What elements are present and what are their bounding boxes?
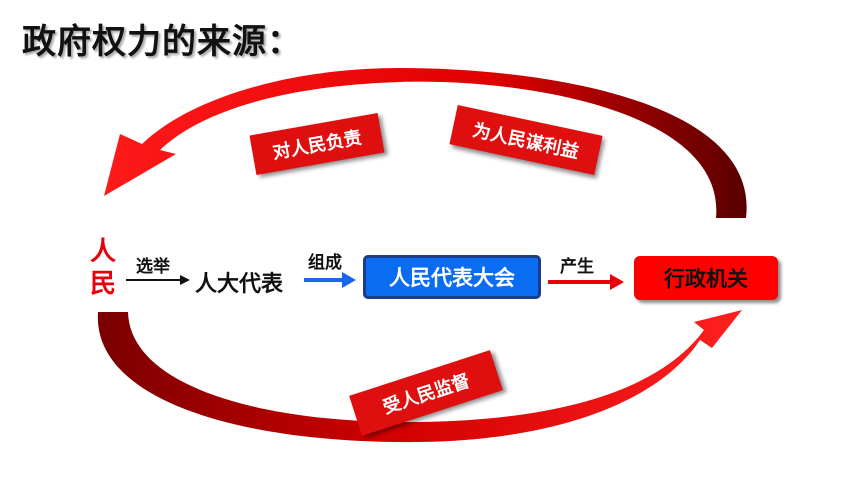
produce-label: 产生 bbox=[560, 257, 594, 277]
produce-arrow bbox=[548, 274, 624, 290]
people-node: 人 民 bbox=[88, 236, 118, 300]
bottom-arc-arrow bbox=[97, 310, 743, 443]
people-char-1: 人 bbox=[89, 237, 116, 267]
deputies-node: 人大代表 bbox=[195, 272, 284, 297]
congress-box: 人民代表大会 bbox=[363, 255, 541, 299]
form-label: 组成 bbox=[308, 253, 342, 273]
elect-label: 选举 bbox=[136, 257, 170, 277]
page-title: 政府权力的来源： bbox=[22, 22, 302, 62]
admin-box: 行政机关 bbox=[634, 256, 778, 300]
top-arc-arrow bbox=[104, 68, 747, 218]
people-char-2: 民 bbox=[89, 269, 116, 299]
elect-arrow bbox=[126, 275, 190, 285]
form-arrow bbox=[304, 272, 356, 288]
